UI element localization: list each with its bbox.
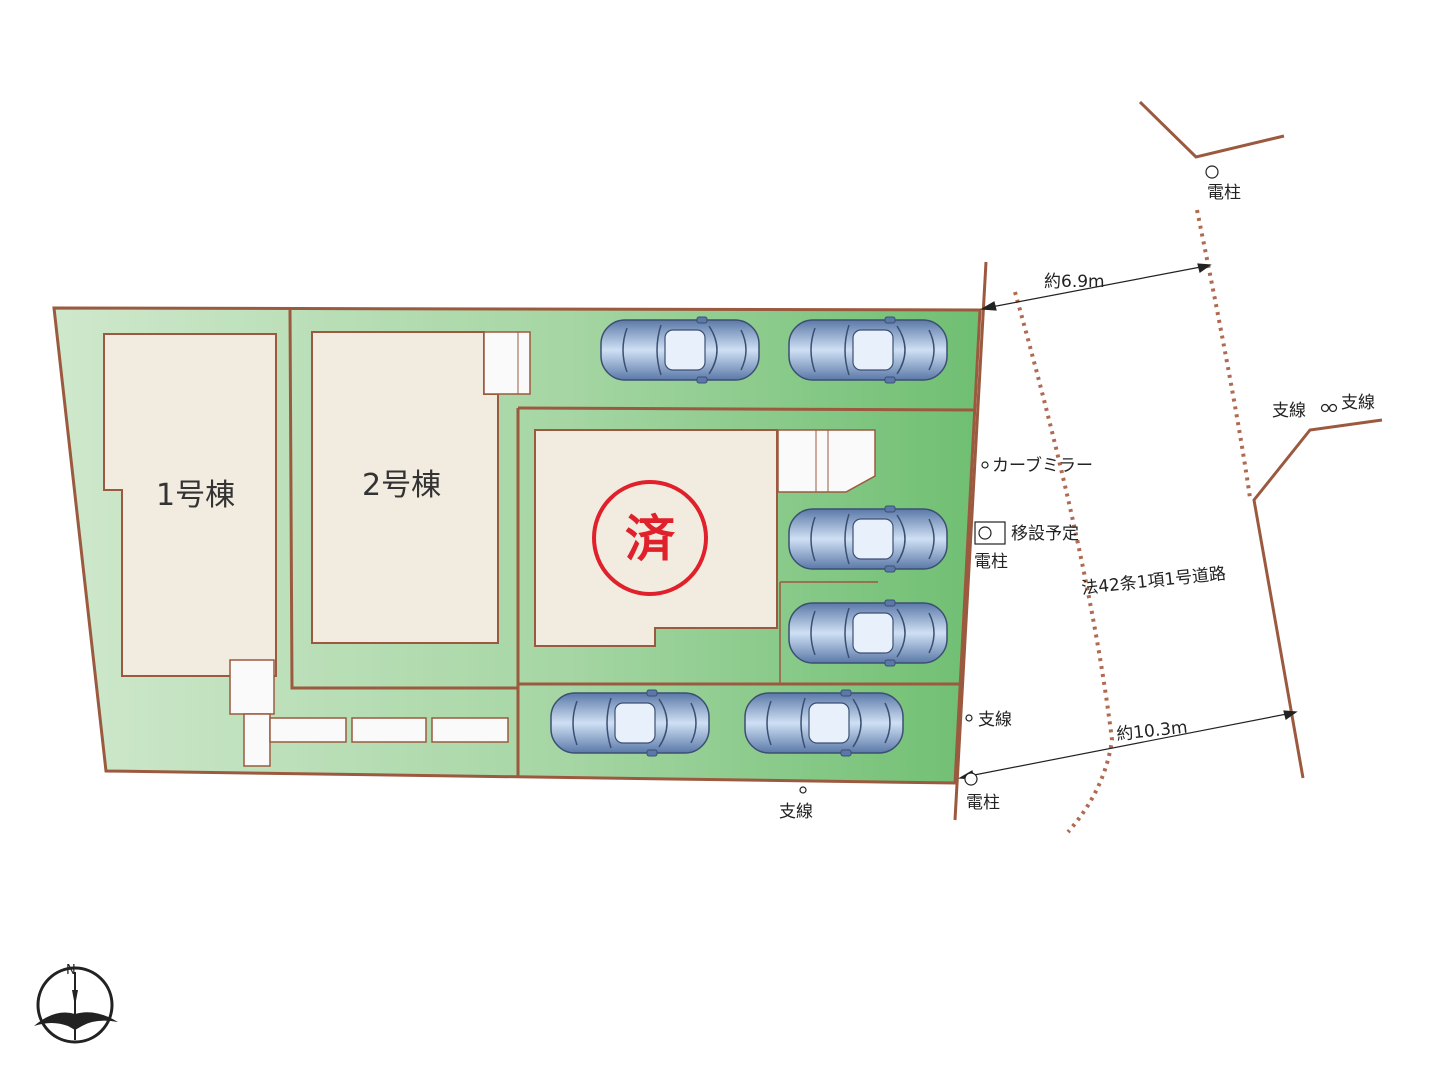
building-2-label: 2号棟 (362, 468, 441, 503)
building-1-label: 1号棟 (156, 478, 235, 513)
relocation-label: 移設予定 (1011, 524, 1079, 544)
car (788, 505, 948, 573)
utility-pole-icon (1205, 165, 1219, 179)
building-1-porch (229, 659, 275, 715)
step-stone (351, 717, 427, 743)
stay-wire-label: 支線 (1272, 401, 1306, 421)
sold-stamp-circle (592, 480, 708, 596)
step-stone (269, 717, 347, 743)
building-3-porch (777, 429, 876, 493)
stay-wire-icon (1320, 403, 1330, 413)
north-compass-icon: N (34, 963, 118, 1044)
distance-bottom-label: 約10.3m (1115, 718, 1188, 745)
road-label: 法42条1項1号道路 (1080, 564, 1227, 599)
stay-wire-icon (1328, 403, 1338, 413)
stay-wire-bottom-label: 支線 (779, 802, 813, 822)
utility-pole-bottom-label: 電柱 (966, 793, 1000, 813)
stay-wire-icon (799, 786, 807, 794)
car (600, 316, 760, 384)
utility-pole-icon (978, 526, 992, 540)
dimension-lines (958, 263, 1298, 780)
utility-pole-mid-label: 電柱 (974, 552, 1008, 572)
distance-top-label: 約6.9m (1044, 272, 1105, 292)
step-stone (431, 717, 509, 743)
car (788, 316, 948, 384)
inner-boundaries (288, 309, 976, 776)
car (744, 689, 904, 757)
curve-mirror-label: カーブミラー (992, 455, 1093, 476)
stay-wire-label: 支線 (978, 710, 1012, 730)
utility-pole-top-label: 電柱 (1207, 183, 1241, 203)
utility-pole-icon (964, 772, 978, 786)
curve-mirror-icon (981, 461, 989, 469)
stay-wire-icon (965, 714, 973, 722)
building-1 (103, 333, 277, 677)
building-2-porch (483, 331, 531, 395)
car (788, 599, 948, 667)
walkway (243, 713, 271, 767)
compass-north-label: N (66, 963, 76, 978)
sold-stamp: 済 (625, 510, 676, 568)
stay-wire-label: 支線 (1341, 393, 1375, 413)
site-symbols (799, 165, 1338, 794)
car (550, 689, 710, 757)
building-3 (534, 429, 778, 647)
road-lines (953, 100, 1383, 834)
